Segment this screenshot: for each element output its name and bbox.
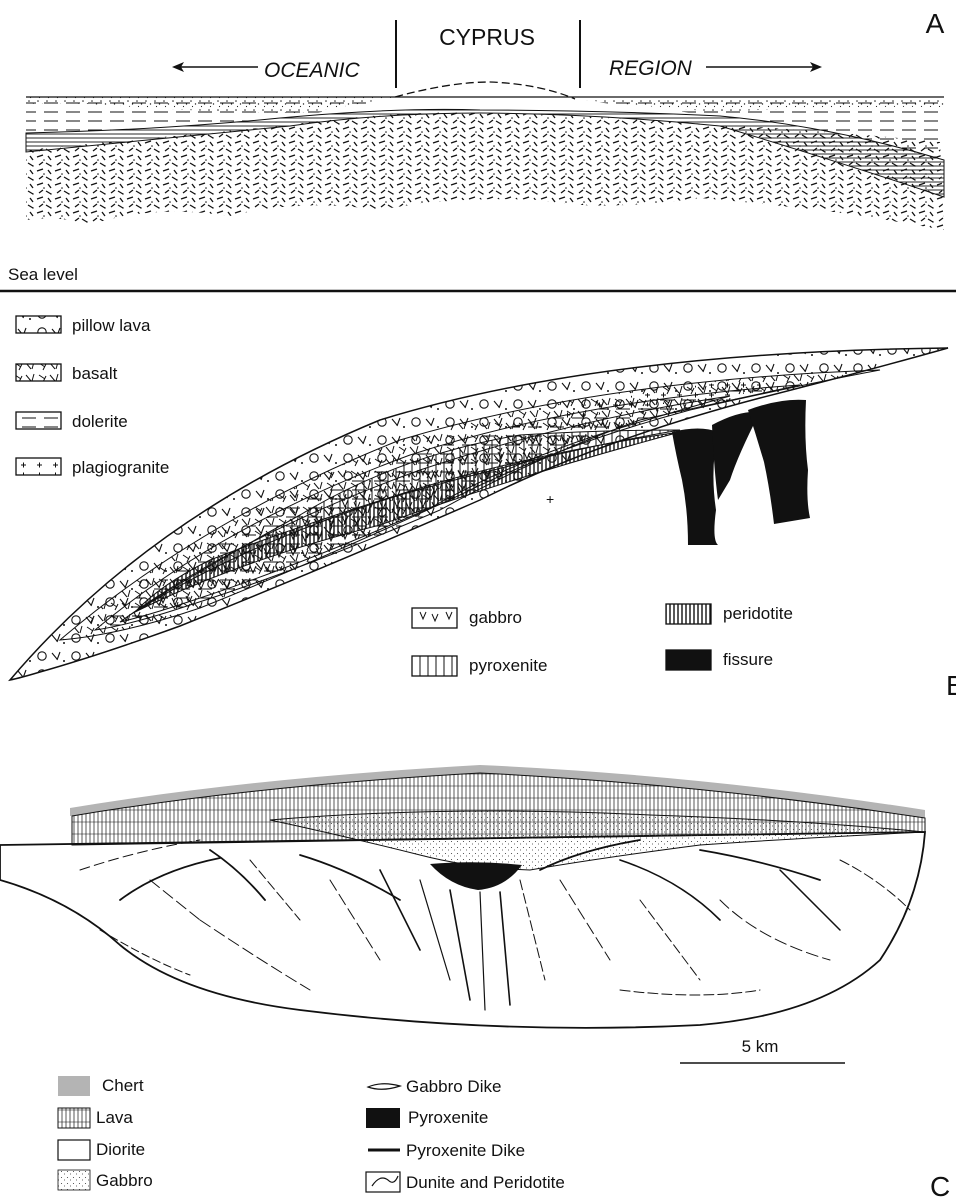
right-arrow [706,62,822,72]
gabbro-c-swatch [58,1170,90,1190]
panel-c: 5 km Chert Lava Diorite Gabbro Gabbro Di… [0,765,950,1200]
panel-b-letter: B [946,670,956,701]
panel-b: pillow lava basalt dolerite plagiogranit… [10,316,956,701]
plagiogranite-label: plagiogranite [72,458,169,477]
legend-diorite: Diorite [58,1140,145,1160]
diorite-label: Diorite [96,1140,145,1159]
pyroxenite-c-swatch [366,1108,400,1128]
diorite-swatch [58,1140,90,1160]
dolerite-swatch [16,412,61,429]
pyroxenite-dike-label: Pyroxenite Dike [406,1141,525,1160]
oceanic-label: OCEANIC [264,59,361,82]
fissure-label: fissure [723,650,773,669]
lava-label: Lava [96,1108,133,1127]
dunite-swatch [366,1172,400,1192]
gabbro-c-label: Gabbro [96,1171,153,1190]
pyroxenite-label: pyroxenite [469,656,547,675]
chert-swatch [58,1076,90,1096]
gabbro-label: gabbro [469,608,522,627]
panel-a-letter: A [926,8,945,39]
legend-pyroxenite: pyroxenite [412,656,547,676]
legend-gabbro-dike: Gabbro Dike [368,1077,501,1096]
panel-c-letter: C [930,1171,950,1200]
pyroxenite-swatch [412,656,457,676]
legend-peridotite: peridotite [666,604,793,624]
region-label: REGION [609,57,693,80]
legend-gabbro-c: Gabbro [58,1170,153,1190]
chert-label: Chert [102,1076,144,1095]
plagiogranite-swatch [16,458,61,475]
pyroxenite-c-label: Pyroxenite [408,1108,488,1127]
gabbro-dike-symbol [368,1084,400,1090]
basalt-label: basalt [72,364,118,383]
legend-pyroxenite-c: Pyroxenite [366,1108,488,1128]
peridotite-label: peridotite [723,604,793,623]
pillow-lava-swatch [16,316,61,333]
dunite-label: Dunite and Peridotite [406,1173,565,1192]
legend-lava: Lava [58,1108,133,1128]
legend-pyroxenite-dike: Pyroxenite Dike [368,1141,525,1160]
legend-plagiogranite: plagiogranite [16,458,169,477]
gabbro-dike-label: Gabbro Dike [406,1077,501,1096]
legend-fissure: fissure [666,650,773,670]
pillow-lava-label: pillow lava [72,316,151,335]
panel-a-title: CYPRUS [439,24,535,50]
fissure-swatch [666,650,711,670]
peridotite-swatch [666,604,711,624]
left-arrow [172,62,258,72]
legend-dolerite: dolerite [16,412,128,431]
panel-a: CYPRUS A OCEANIC REGION Sea level [0,8,956,291]
fissure-3 [748,400,810,524]
dolerite-label: dolerite [72,412,128,431]
fissure-1 [672,429,718,546]
scale-label: 5 km [742,1037,779,1056]
fissure-cross-mark: + [546,491,554,507]
basalt-swatch [16,364,61,381]
sea-level-label: Sea level [8,265,78,284]
legend-dunite: Dunite and Peridotite [366,1172,565,1192]
legend-gabbro: gabbro [412,608,522,628]
legend-basalt: basalt [16,364,118,383]
lava-swatch [58,1108,90,1128]
legend-chert: Chert [58,1076,144,1096]
legend-pillow-lava: pillow lava [16,316,151,335]
gabbro-swatch [412,608,457,628]
